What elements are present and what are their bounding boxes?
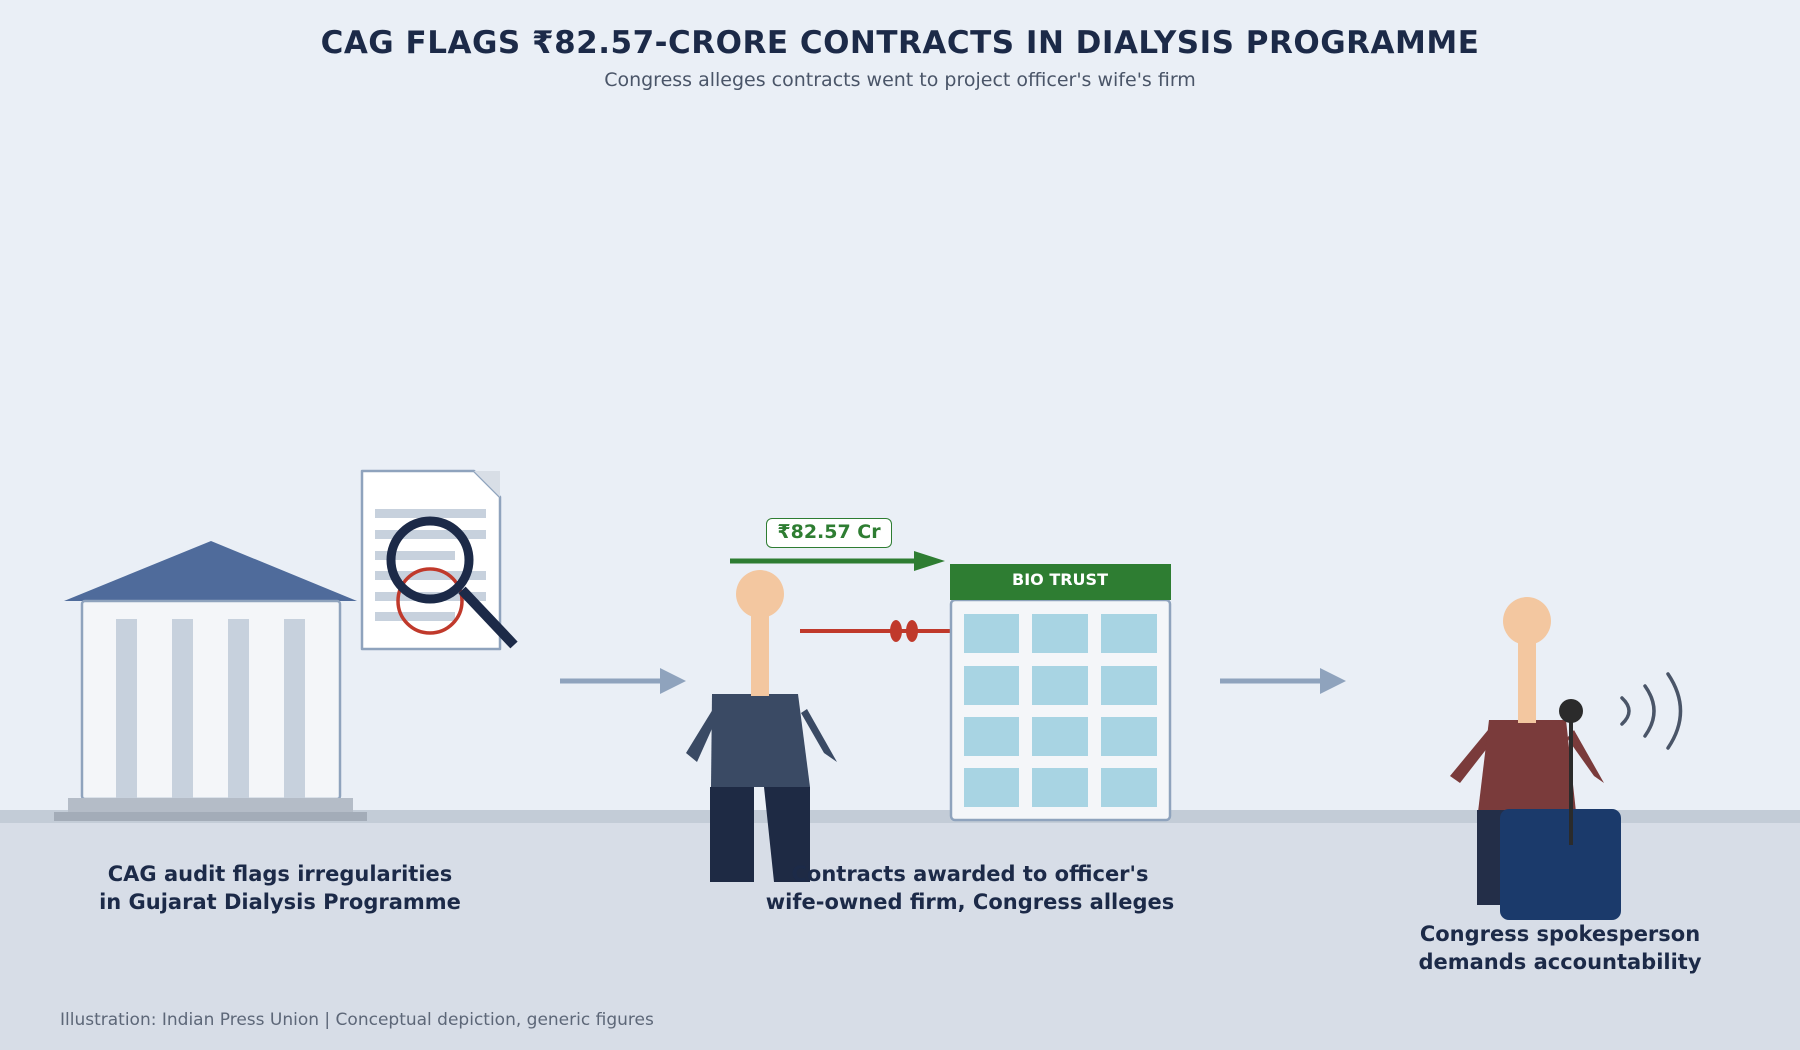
page-title: CAG FLAGS ₹82.57-CRORE CONTRACTS IN DIAL…	[320, 25, 1480, 61]
caption-line: Congress spokesperson	[1419, 922, 1701, 946]
officer-figure-icon	[686, 570, 837, 882]
panel-1-caption: CAG audit flags irregularities in Gujara…	[80, 860, 480, 916]
company-building-icon	[949, 564, 1172, 822]
audit-document-icon	[360, 469, 502, 651]
contract-amount-badge: ₹82.57 Cr	[766, 518, 892, 548]
magnifying-glass-icon	[386, 516, 518, 649]
podium-icon	[1500, 809, 1621, 920]
government-building-icon	[54, 541, 367, 821]
flow-arrow-icon	[560, 668, 686, 694]
ground-line	[0, 810, 1800, 823]
panel-3-caption: Congress spokesperson demands accountabi…	[1400, 920, 1720, 976]
caption-line: CAG audit flags irregularities	[107, 862, 453, 886]
caption-line: wife-owned firm, Congress alleges	[765, 890, 1175, 914]
sound-waves-icon	[1620, 672, 1683, 750]
microphone-icon	[1559, 699, 1583, 845]
flow-arrow-icon	[1220, 668, 1346, 694]
caption-line: Contracts awarded to officer's	[791, 862, 1149, 886]
money-flow-arrow-icon	[730, 551, 945, 571]
caption-line: in Gujarat Dialysis Programme	[99, 890, 461, 914]
panel-2-caption: Contracts awarded to officer's wife-owne…	[740, 860, 1200, 916]
caption-line: demands accountability	[1418, 950, 1702, 974]
page-subtitle: Congress alleges contracts went to proje…	[604, 69, 1196, 91]
firm-name-label: BIO TRUST	[1012, 570, 1108, 589]
footer-credit: Illustration: Indian Press Union | Conce…	[60, 1010, 654, 1030]
